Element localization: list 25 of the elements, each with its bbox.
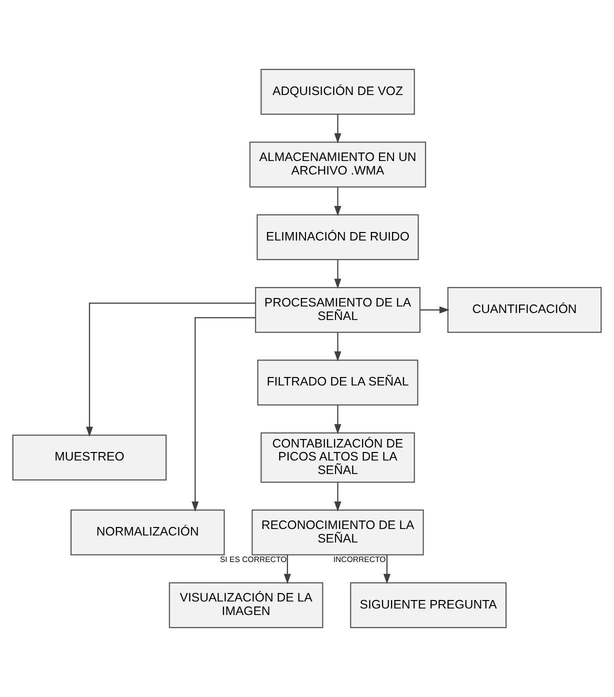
node-box: PROCESAMIENTO DE LA SEÑAL <box>255 287 421 333</box>
arrow <box>334 482 342 512</box>
node-box: CONTABILIZACIÓN DE PICOS ALTOS DE LA SEÑAL <box>260 432 415 483</box>
node-box: SIGUIENTE PREGUNTA <box>350 582 507 628</box>
arrow <box>334 260 342 289</box>
node-box: ADQUISICIÓN DE VOZ <box>260 68 415 115</box>
node-box: ELIMINACIÓN DE RUIDO <box>256 214 419 260</box>
arrow <box>420 306 450 314</box>
node-box: MUESTREO <box>12 434 167 480</box>
arrow <box>334 187 342 216</box>
arrow <box>383 555 390 584</box>
arrow <box>334 114 342 144</box>
arrow <box>192 317 256 512</box>
edge-label: INCORRECTO <box>333 555 386 564</box>
node-box: NORMALIZACIÓN <box>70 510 225 556</box>
arrow <box>334 332 342 362</box>
edge-label: SI ES CORRECTO <box>220 555 287 564</box>
node-box: VISUALIZACIÓN DE LA IMAGEN <box>168 582 324 628</box>
arrow <box>86 302 256 437</box>
arrow <box>284 555 291 584</box>
node-box: CUANTIFICACIÓN <box>447 287 602 333</box>
arrow <box>334 405 342 434</box>
node-box: RECONOCIMIENTO DE LA SEÑAL <box>252 510 424 556</box>
node-box: ALMACENAMIENTO EN UN ARCHIVO .WMA <box>249 142 426 188</box>
node-box: FILTRADO DE LA SEÑAL <box>257 360 418 406</box>
